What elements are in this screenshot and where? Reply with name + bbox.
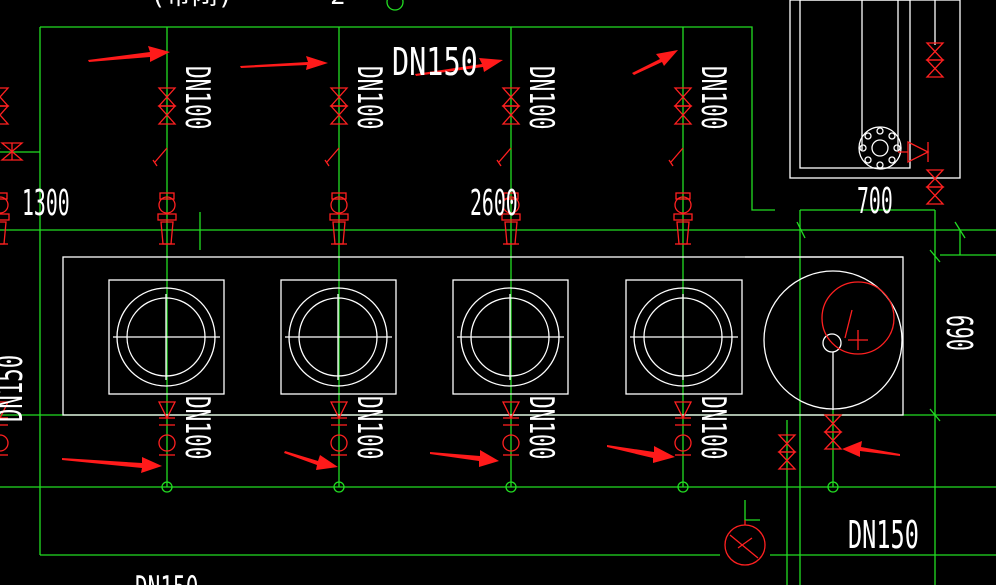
tower-unit-4 [625, 279, 743, 395]
dim-tick-d [929, 249, 941, 263]
label-branch-top-2: DN100 [350, 66, 390, 129]
valve-tr-1 [925, 42, 945, 61]
node-5 [827, 481, 839, 493]
upper-tank-outer [789, 0, 961, 179]
arrow-2 [240, 56, 328, 70]
label-dim-vertical: 690 [938, 315, 980, 351]
label-dim-left: 1300 [22, 182, 70, 224]
annotation-arrows [62, 46, 900, 473]
arrow-3 [415, 58, 503, 76]
node-1 [161, 481, 173, 493]
label-top-partial: (带闭) [150, 0, 233, 11]
flange-bolts [859, 127, 901, 169]
flange-outer [858, 126, 902, 170]
arrow-9 [842, 441, 900, 457]
label-branch-bottom-1: DN100 [178, 396, 218, 459]
node-2 [333, 481, 345, 493]
label-branch-bottom-4: DN100 [694, 396, 734, 459]
dim-tick-b [796, 221, 806, 239]
label-dim-right: 700 [857, 180, 893, 222]
label-top-partial-num: 2 [330, 0, 346, 11]
flange-inner [871, 139, 889, 157]
equipment-frame [62, 256, 904, 416]
valve-tr-2b [925, 186, 945, 205]
label-bottom-right: DN150 [848, 514, 919, 557]
valve-left [0, 142, 24, 161]
equipment [62, 0, 961, 416]
arrow-5 [62, 457, 162, 473]
label-bottom-partial: DN150 [135, 569, 198, 585]
valve-tr-1b [925, 59, 945, 78]
node-4 [677, 481, 689, 493]
arrow-6 [284, 451, 338, 470]
label-branch-top-3: DN100 [522, 66, 562, 129]
dim-tick-c [954, 221, 966, 239]
arrow-7 [430, 450, 499, 467]
top-header-pipe [40, 26, 775, 211]
pump-symbol [724, 524, 766, 566]
valve-br-1b [777, 451, 797, 470]
label-branch-bottom-2: DN100 [350, 396, 390, 459]
round-tank-port [822, 333, 842, 353]
arrow-8 [607, 445, 675, 463]
arrow-1 [88, 46, 170, 62]
valve-tr-3 [907, 140, 930, 164]
valves [0, 42, 945, 566]
tank-inner-red [821, 281, 895, 355]
pump-stub [744, 500, 760, 521]
tower-unit-1 [108, 279, 225, 395]
valve-column-template [0, 87, 10, 456]
node-top [386, 0, 404, 11]
tower-unit-2 [280, 279, 397, 395]
dim-tick-e [929, 408, 941, 422]
upper-tank-inner [799, 0, 911, 169]
label-main-header: DN150 [392, 40, 478, 84]
label-left-vertical: DN150 [0, 355, 32, 422]
node-3 [505, 481, 517, 493]
label-branch-bottom-3: DN100 [522, 396, 562, 459]
label-branch-top-1: DN100 [178, 66, 218, 129]
arrow-4 [632, 50, 678, 75]
tower-unit-3 [452, 279, 569, 395]
label-branch-top-4: DN100 [694, 66, 734, 129]
valve-br-2b [823, 431, 843, 450]
label-dim-mid: 2600 [470, 182, 518, 224]
